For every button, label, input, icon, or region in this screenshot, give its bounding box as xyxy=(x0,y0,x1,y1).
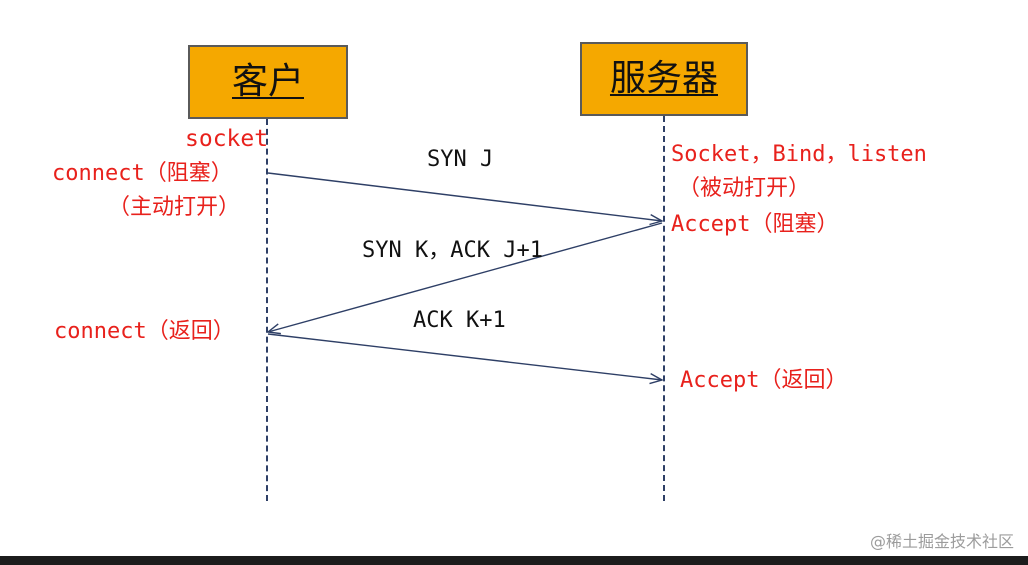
client-socket-text: socket xyxy=(185,126,269,152)
syn-k-ack-label: SYN K，ACK J+1 xyxy=(362,238,543,263)
watermark-text: @稀土掘金技术社区 xyxy=(869,532,1014,551)
server-label: 服务器 xyxy=(609,58,718,99)
server-accept-block-text: Accept（阻塞） xyxy=(671,212,839,237)
bottom-border xyxy=(0,556,1028,565)
server-lifeline xyxy=(663,116,665,501)
server-accept-return-text: Accept（返回） xyxy=(680,368,848,393)
ack-k-label: ACK K+1 xyxy=(413,308,506,333)
client-connect-block-text: connect（阻塞） xyxy=(52,161,233,186)
syn-j-label: SYN J xyxy=(427,147,494,172)
syn-k-ack-arrow xyxy=(268,222,663,332)
server-passive-open-text: （被动打开） xyxy=(678,176,811,201)
client-active-open-text: （主动打开） xyxy=(108,195,241,220)
syn-j-arrow xyxy=(267,172,662,221)
ack-k-arrow xyxy=(267,333,662,380)
client-label: 客户 xyxy=(231,61,304,102)
client-box: 客户 xyxy=(188,45,348,119)
server-box: 服务器 xyxy=(580,42,748,116)
server-socket-bind-listen-text: Socket，Bind，listen xyxy=(671,142,927,167)
client-lifeline xyxy=(266,119,268,501)
client-connect-return-text: connect（返回） xyxy=(54,319,235,344)
